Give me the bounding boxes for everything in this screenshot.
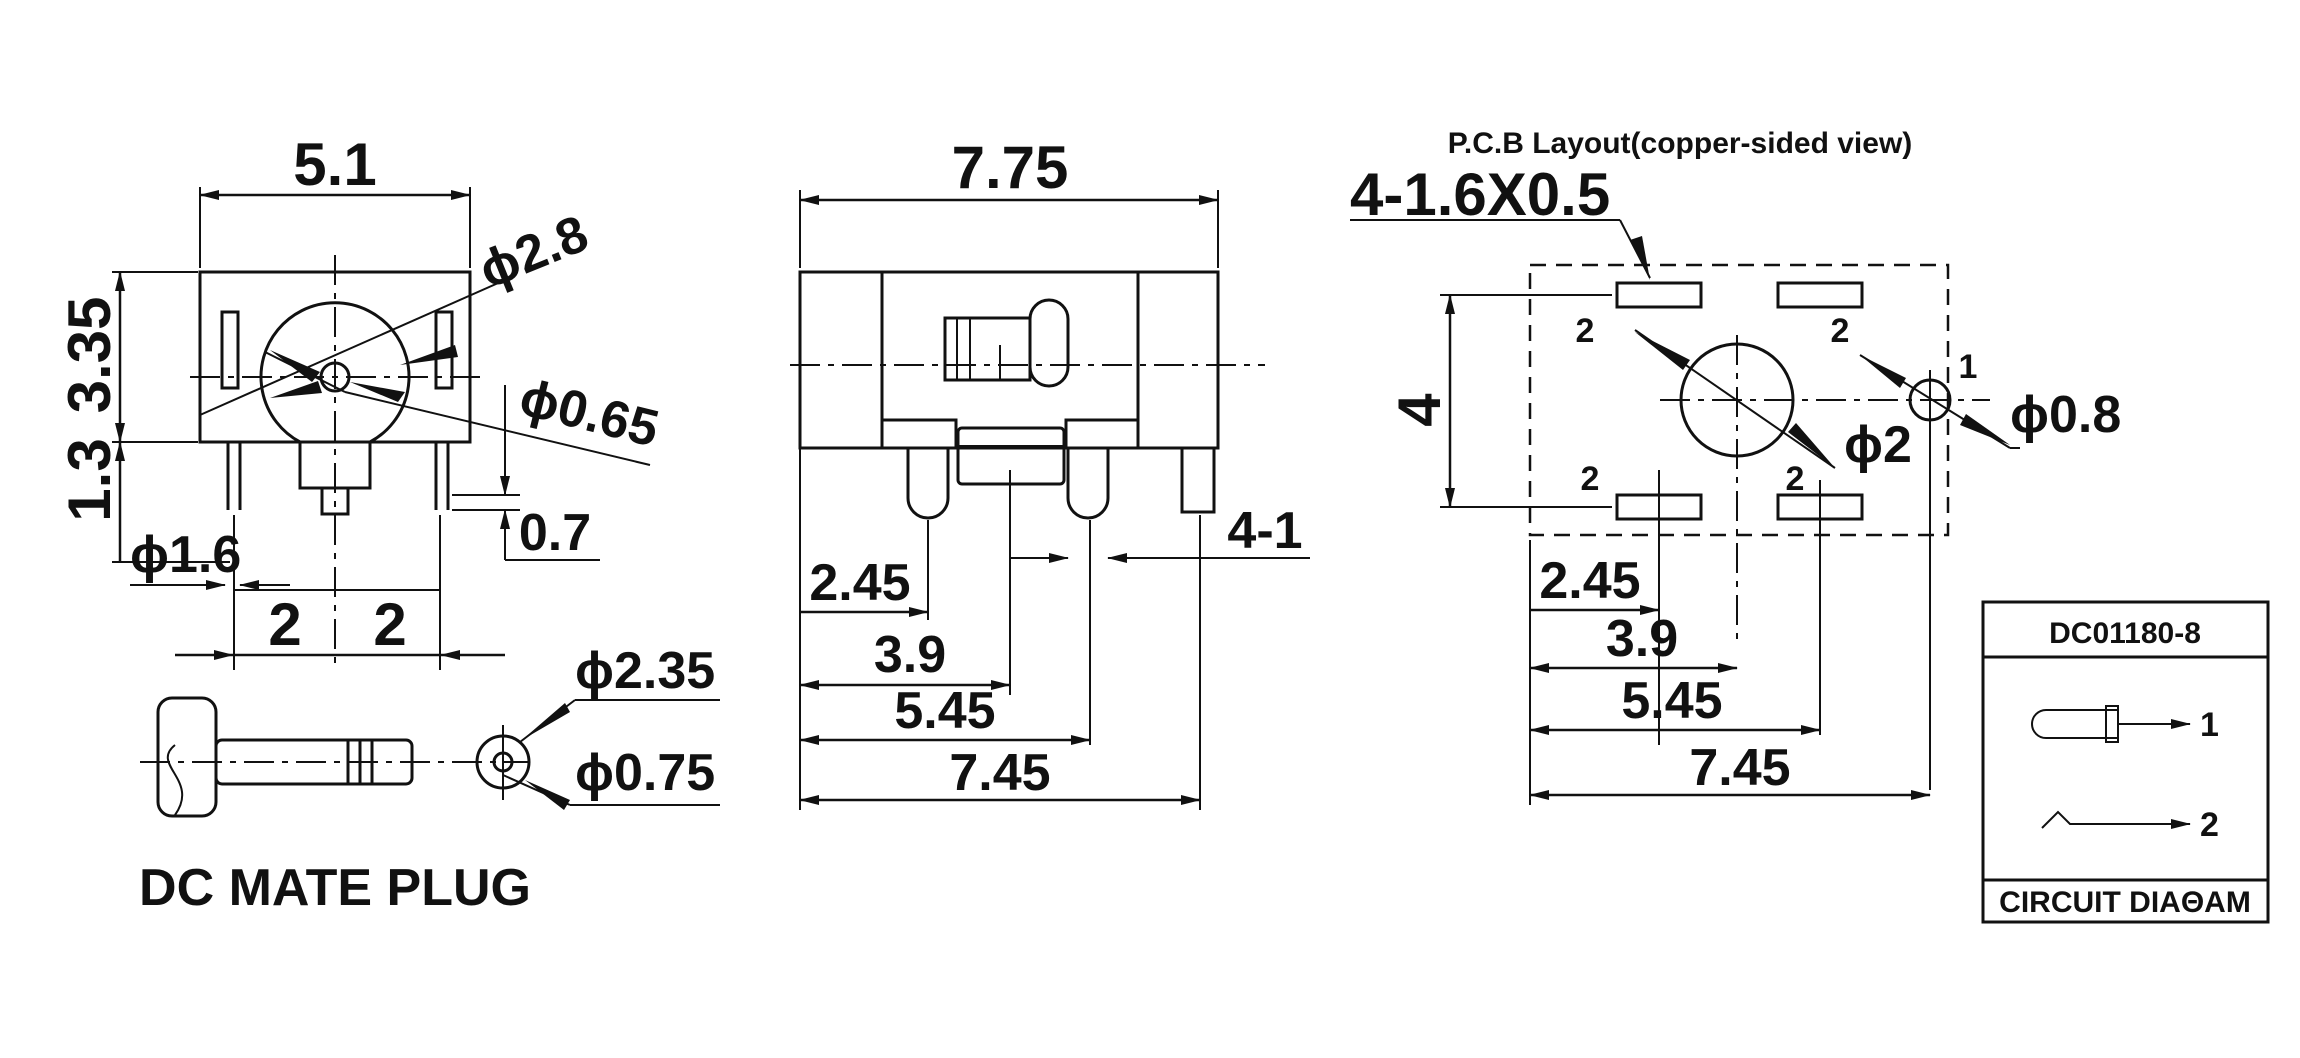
dim-3-35: 3.35 [56, 297, 123, 414]
circuit-part-number: DC01180-8 [2049, 617, 2201, 650]
side-contact-pin [1028, 298, 1070, 388]
dim-pcb-3-9: 3.9 [1606, 610, 1678, 668]
dim-dia-1-6: ϕ1.6 [130, 526, 241, 584]
dim-side-7-75: 7.75 [952, 134, 1069, 201]
side-leg-left [906, 448, 950, 520]
arrow-jack-a [270, 381, 322, 398]
side-body-outline [798, 270, 1220, 450]
arrow-jack-b [400, 345, 458, 365]
pcb-dimensions: 2.45 3.9 5.45 7.45 [1529, 540, 1931, 805]
dim-pitch-a: 2 [268, 591, 301, 658]
dim-dia-0-65: ϕ0.65 [514, 368, 664, 458]
circuit-caption: CIRCUIT DIAΘAM [1999, 886, 2251, 919]
dim-side-4-1: 4-1 [1227, 502, 1302, 560]
pad-top-right [1776, 281, 1864, 309]
dim-side-3-9: 3.9 [874, 626, 946, 684]
dim-5-1: 5.1 [293, 131, 376, 198]
circuit-pin-2: 2 [2200, 806, 2219, 844]
dim-pcb-7-45: 7.45 [1689, 739, 1790, 797]
circuit-frame [1981, 600, 2270, 924]
dim-plug-dia-2-35: ϕ2.35 [575, 642, 715, 700]
pcb-pin-br: 2 [1786, 460, 1805, 498]
dim-side-5-45: 5.45 [894, 682, 995, 740]
dim-pcb-5-45: 5.45 [1621, 672, 1722, 730]
dim-pcb-2-45: 2.45 [1539, 552, 1640, 610]
side-dimensions: 7.75 2.45 3.9 5.45 7.45 4-1 [799, 134, 1310, 810]
pcb-pin-1: 1 [1959, 348, 1978, 386]
circuit-jack-symbol [2031, 709, 2118, 739]
arrow-pin-a [270, 350, 320, 382]
circuit-pin-1: 1 [2200, 706, 2219, 744]
dim-side-7-45: 7.45 [949, 744, 1050, 802]
circuit-diagram-box: DC01180-8 1 2 CIRCUIT DIAΘAM [1981, 600, 2270, 924]
pad-top-left [1615, 281, 1703, 309]
pcb-pin-bl: 2 [1581, 460, 1600, 498]
pcb-pin-tr: 2 [1831, 312, 1850, 350]
leader-dia-2-8 [199, 279, 506, 416]
front-view [190, 255, 651, 670]
front-dimensions: 5.1 3.35 1.3 ϕ2.8 ϕ0.65 0.7 ϕ1.6 2 2 [56, 131, 664, 670]
dim-pcb-dia-2: ϕ2 [1844, 416, 1912, 474]
dim-pcb-slot: 4-1.6X0.5 [1350, 161, 1610, 228]
leader-dia-0-65 [344, 391, 651, 466]
dim-plug-dia-0-75: ϕ0.75 [575, 744, 715, 802]
mate-plug-label: DC MATE PLUG [139, 859, 531, 917]
pcb-pin-tl: 2 [1576, 312, 1595, 350]
dim-pitch-b: 2 [373, 591, 406, 658]
dim-1-3: 1.3 [56, 438, 123, 521]
dim-pcb-4: 4 [1386, 393, 1453, 427]
dim-side-2-45: 2.45 [809, 554, 910, 612]
pcb-title: P.C.B Layout(copper-sided view) [1448, 127, 1913, 160]
pcb-layout: P.C.B Layout(copper-sided view) 4-1.6X0.… [1350, 127, 2121, 790]
dim-pcb-dia-0-8: ϕ0.8 [2010, 386, 2121, 444]
side-view [790, 270, 1265, 520]
circuit-jack-collar [2105, 705, 2119, 743]
dim-dia-2-8: ϕ2.8 [471, 205, 596, 300]
front-jack-circle [259, 301, 411, 444]
front-left-slot [220, 310, 240, 390]
mate-plug: ϕ2.35 ϕ0.75 DC MATE PLUG [139, 642, 720, 917]
side-leg-right [1180, 446, 1216, 514]
front-center-leg [320, 486, 350, 516]
side-leg-mid [1066, 448, 1110, 520]
circuit-switch-symbol [2041, 810, 2191, 829]
plug-head [156, 696, 218, 818]
dim-0-7: 0.7 [519, 504, 591, 562]
arrow-pin-b [350, 382, 405, 402]
plug-head-curve [166, 744, 184, 816]
